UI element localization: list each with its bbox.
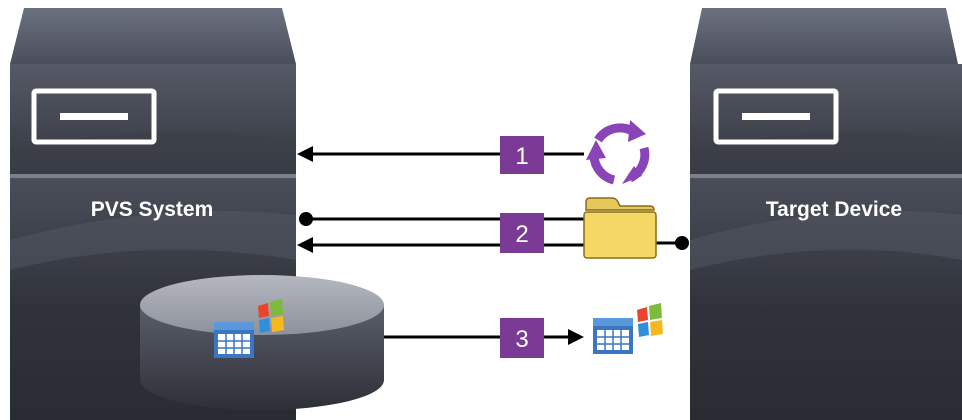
step-number: 3 — [515, 326, 528, 353]
vdisk-icon — [140, 275, 384, 410]
step-number: 2 — [515, 221, 528, 248]
arrow-left-icon — [297, 237, 313, 253]
folder-icon — [583, 197, 657, 259]
windows-app-icon — [214, 299, 284, 358]
step-1: 1 — [297, 120, 650, 185]
step-badge — [500, 318, 544, 358]
target-device-server: Target Device — [690, 8, 962, 420]
step-2: 2 — [297, 197, 689, 259]
drive-bay-icon — [713, 88, 839, 145]
step-number: 1 — [515, 143, 528, 170]
step-badge — [500, 136, 544, 174]
arrow-right-icon — [568, 329, 584, 345]
drive-bay-icon — [31, 88, 157, 145]
pvs-system-label: PVS System — [91, 198, 214, 221]
windows-app-icon — [593, 303, 663, 354]
refresh-cycle-icon — [586, 120, 650, 185]
target-device-label: Target Device — [766, 198, 902, 221]
step-badge — [500, 213, 544, 253]
step-3: 3 — [384, 303, 663, 358]
arrow-left-icon — [297, 146, 313, 162]
